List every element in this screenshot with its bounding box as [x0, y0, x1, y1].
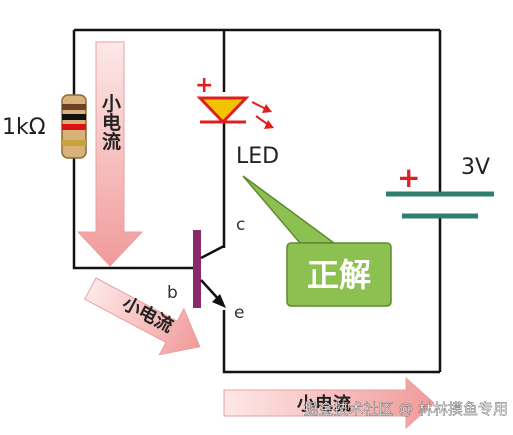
current-arrow-bottom	[223, 376, 435, 430]
battery-label: 3V	[461, 155, 490, 180]
transistor	[193, 230, 226, 308]
current-arrow-left	[76, 41, 144, 267]
current-arrow-base	[84, 277, 201, 356]
led-polarity: +	[195, 73, 213, 98]
wire-left-lower	[72, 158, 196, 270]
battery-icon	[386, 191, 494, 219]
callout	[242, 175, 392, 307]
current-label-left: 小电流	[99, 93, 121, 151]
current-label-bottom: 小电流	[297, 393, 351, 415]
resistor-label: 1kΩ	[2, 115, 46, 140]
wires	[72, 28, 442, 374]
battery-polarity: +	[397, 161, 420, 194]
callout-text: 正解	[307, 256, 371, 294]
led-icon	[196, 96, 274, 129]
wire-emitter	[222, 310, 440, 374]
transistor-base-label: b	[167, 283, 178, 303]
watermark: 掘金技术社区 @ 林林摸鱼专用	[303, 400, 508, 418]
transistor-collector-label: c	[236, 215, 245, 235]
led-label: LED	[236, 144, 279, 169]
resistor	[61, 94, 87, 159]
transistor-emitter-label: e	[234, 303, 244, 323]
